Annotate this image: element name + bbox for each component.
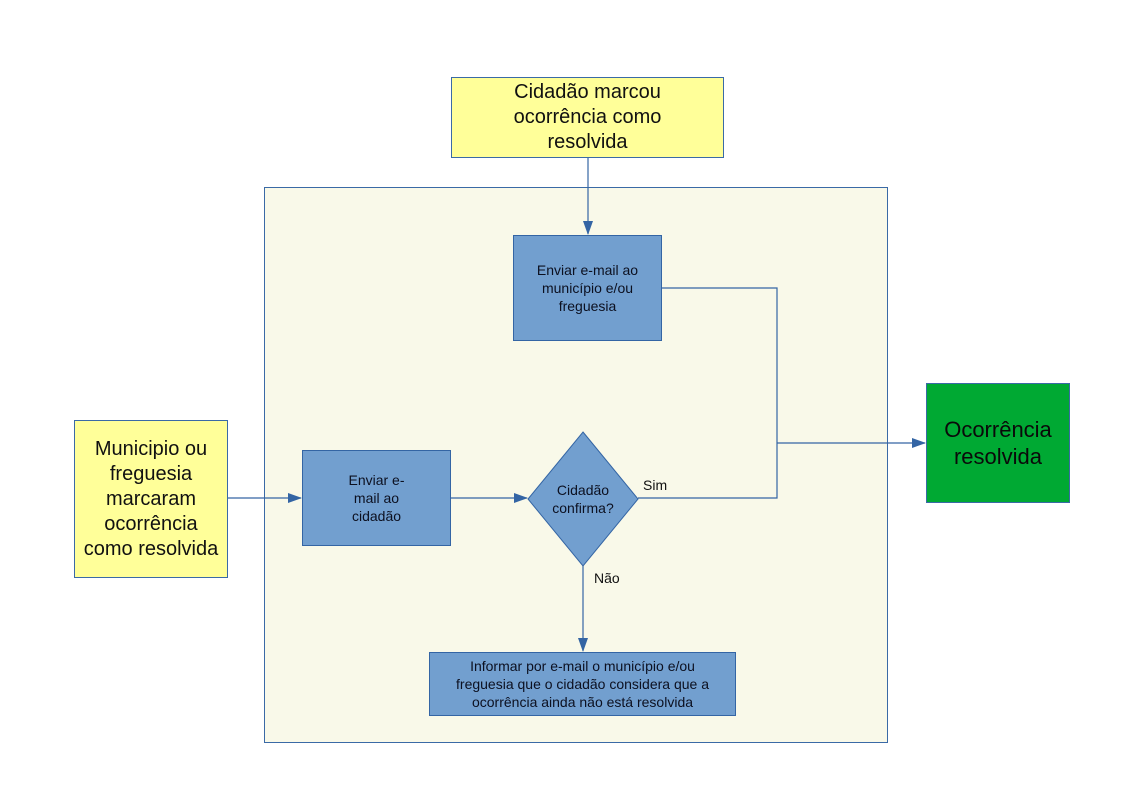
- start-node-citizen: Cidadão marcou ocorrência como resolvida: [451, 77, 724, 158]
- start-node-municipality-label: Municipio ou freguesia marcaram ocorrênc…: [83, 437, 219, 560]
- process-email-municipality: Enviar e-mail ao município e/ou freguesi…: [513, 235, 662, 341]
- edge-label-yes: Sim: [643, 477, 668, 493]
- decision-node: Cidadão confirma?: [538, 472, 628, 526]
- process-inform-unresolved: Informar por e-mail o município e/ou fre…: [429, 652, 736, 716]
- end-node-resolved-label: Ocorrência resolvida: [944, 416, 1052, 470]
- start-node-municipality: Municipio ou freguesia marcaram ocorrênc…: [74, 420, 228, 578]
- process-email-municipality-label: Enviar e-mail ao município e/ou freguesi…: [536, 261, 639, 315]
- decision-label: Cidadão confirma?: [552, 481, 614, 516]
- edge-label-no: Não: [594, 570, 620, 586]
- end-node-resolved: Ocorrência resolvida: [926, 383, 1070, 503]
- process-inform-unresolved-label: Informar por e-mail o município e/ou fre…: [456, 657, 709, 711]
- start-node-citizen-label: Cidadão marcou ocorrência como resolvida: [513, 81, 662, 153]
- process-email-citizen-label: Enviar e-mail ao cidadão: [348, 471, 405, 525]
- process-email-citizen: Enviar e-mail ao cidadão: [302, 450, 451, 546]
